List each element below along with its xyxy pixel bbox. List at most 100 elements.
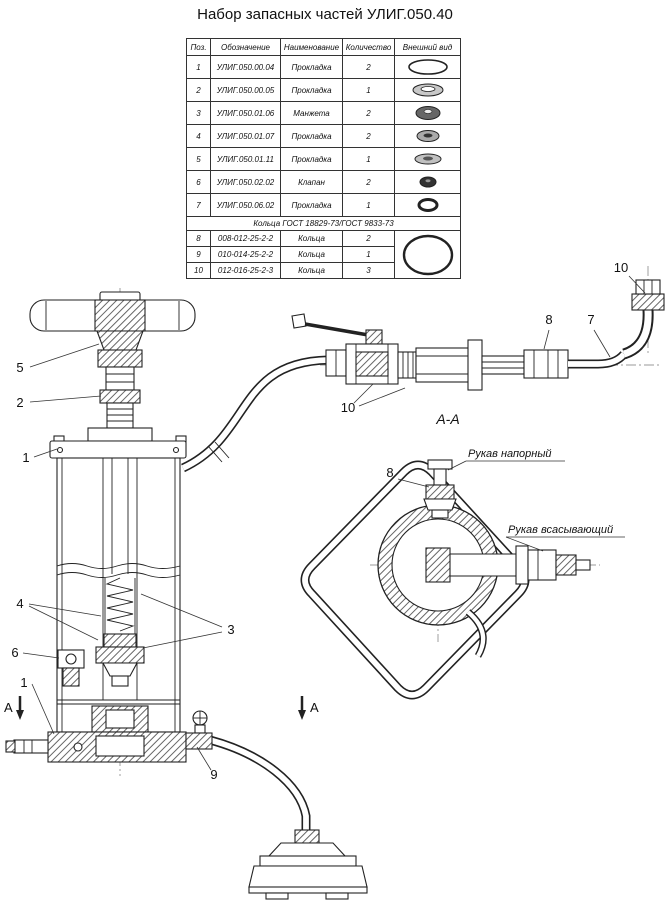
callout-5-label: 5 [16, 360, 23, 375]
cell-qty: 2 [342, 101, 395, 125]
table-header-row: Поз. Обозначение Наименование Количество… [186, 38, 461, 56]
pump-assembly [5, 291, 213, 763]
cell-name: Прокладка [280, 193, 343, 217]
washer-icon [416, 130, 439, 142]
callout-4: 4 [16, 596, 102, 641]
cell-appearance [394, 124, 461, 148]
callout-7-label: 7 [587, 312, 594, 327]
discharge-hose [568, 309, 654, 369]
callout-10-label: 10 [341, 400, 355, 415]
suction-foot-assembly [248, 829, 368, 900]
gost-note-row: Кольца ГОСТ 18829-73/ГОСТ 9833-73 [186, 216, 461, 231]
sheet-title: Набор запасных частей УЛИГ.050.40 [197, 6, 453, 23]
cell-name: Прокладка [280, 78, 343, 102]
cell-designation: УЛИГ.050.02.02 [210, 170, 281, 194]
pump-spring [105, 577, 135, 632]
cell-name: Кольца [280, 230, 343, 247]
cell-qty: 1 [342, 193, 395, 217]
callout-9: 9 [196, 746, 218, 782]
cell-pos: 5 [186, 147, 211, 171]
cell-appearance [394, 55, 461, 79]
cylinder-section [415, 347, 471, 383]
elbow-fitting [631, 279, 665, 311]
callout-1-label: 1 [20, 675, 27, 690]
table-row: 9 010-014-25-2-2 Кольца 1 [186, 246, 461, 263]
cell-pos: 8 [186, 230, 211, 247]
cell-qty: 2 [342, 124, 395, 148]
table-row: 3 УЛИГ.050.01.06 Манжета 2 [186, 101, 461, 125]
cup-seal-icon [415, 106, 440, 120]
callout-2: 2 [16, 395, 102, 410]
callout-3: 3 [140, 593, 235, 649]
cell-designation: УЛИГ.050.01.11 [210, 147, 281, 171]
pressure-tube-upper [181, 355, 329, 473]
valve-disc-icon [419, 176, 436, 188]
top-valve-cap [427, 459, 453, 470]
table-row: 5 УЛИГ.050.01.11 Прокладка 1 [186, 147, 461, 171]
col-header-name: Наименование [280, 38, 343, 56]
callout-6: 6 [11, 645, 60, 660]
cell-designation: УЛИГ.050.01.07 [210, 124, 281, 148]
cell-pos: 2 [186, 78, 211, 102]
cell-designation: УЛИГ.050.01.06 [210, 101, 281, 125]
callout-4-label: 4 [16, 596, 23, 611]
cell-qty: 2 [342, 230, 395, 247]
spare-parts-table: Поз. Обозначение Наименование Количество… [186, 38, 461, 279]
col-header-qty: Количество [342, 38, 395, 56]
callout-8-label: 8 [545, 312, 552, 327]
pump-body [56, 457, 181, 733]
cell-appearance [394, 193, 461, 217]
base-nipple [13, 739, 49, 754]
table-row: 4 УЛИГ.050.01.07 Прокладка 2 [186, 124, 461, 148]
callout-1-upper: 1 [22, 448, 58, 465]
callout-10-label: 10 [614, 260, 628, 275]
hose-reel-assembly [300, 459, 591, 700]
table-row: 10 012-016-25-2-3 Кольца 3 [186, 262, 461, 279]
pressure-hose-label: Рукав напорный [468, 448, 552, 460]
callout-2-label: 2 [16, 395, 23, 410]
gost-note: Кольца ГОСТ 18829-73/ГОСТ 9833-73 [186, 216, 461, 231]
cell-pos: 4 [186, 124, 211, 148]
cell-designation: УЛИГ.050.00.05 [210, 78, 281, 102]
cell-designation: УЛИГ.050.06.02 [210, 193, 281, 217]
side-outlet-flange [515, 545, 529, 585]
callout-10-elbow: 10 [614, 260, 646, 294]
table-row: 2 УЛИГ.050.00.05 Прокладка 1 [186, 78, 461, 102]
table-row: 6 УЛИГ.050.02.02 Клапан 2 [186, 170, 461, 194]
cell-qty: 1 [342, 78, 395, 102]
cell-appearance [394, 147, 461, 171]
outlet-fitting [185, 732, 213, 750]
valve-lever [304, 322, 375, 338]
cell-pos: 1 [186, 55, 211, 79]
callout-8-label: 8 [386, 465, 393, 480]
flat-gasket-icon [412, 83, 443, 97]
valve-lever-grip [291, 313, 307, 329]
callouts: 5 2 1 4 3 6 [11, 260, 646, 782]
cell-qty: 2 [342, 55, 395, 79]
cell-appearance [394, 101, 461, 125]
seal-ring-icon [417, 198, 438, 212]
cell-appearance [394, 78, 461, 102]
col-header-designation: Обозначение [210, 38, 281, 56]
pump-lid [49, 440, 187, 459]
cell-pos: 6 [186, 170, 211, 194]
callout-8-reel: 8 [386, 465, 430, 488]
bell-skirt [248, 865, 368, 888]
section-aa-label: А-А [435, 411, 459, 427]
col-header-pos: Поз. [186, 38, 211, 56]
suction-tube-lower [208, 735, 311, 832]
callout-7: 7 [587, 312, 611, 358]
section-marker-a-left: А [4, 700, 13, 715]
col-header-view: Внешний вид [394, 38, 461, 56]
centerlines [119, 266, 662, 776]
suction-hose-label: Рукав всасывающий [508, 524, 613, 536]
cell-qty: 1 [342, 147, 395, 171]
piston-rod [106, 402, 134, 429]
cell-pos: 7 [186, 193, 211, 217]
cell-designation: УЛИГ.050.00.04 [210, 55, 281, 79]
cell-qty: 2 [342, 170, 395, 194]
callout-5: 5 [16, 343, 100, 375]
pump-piston [103, 633, 137, 648]
callout-1-label: 1 [22, 450, 29, 465]
cell-name: Клапан [280, 170, 343, 194]
